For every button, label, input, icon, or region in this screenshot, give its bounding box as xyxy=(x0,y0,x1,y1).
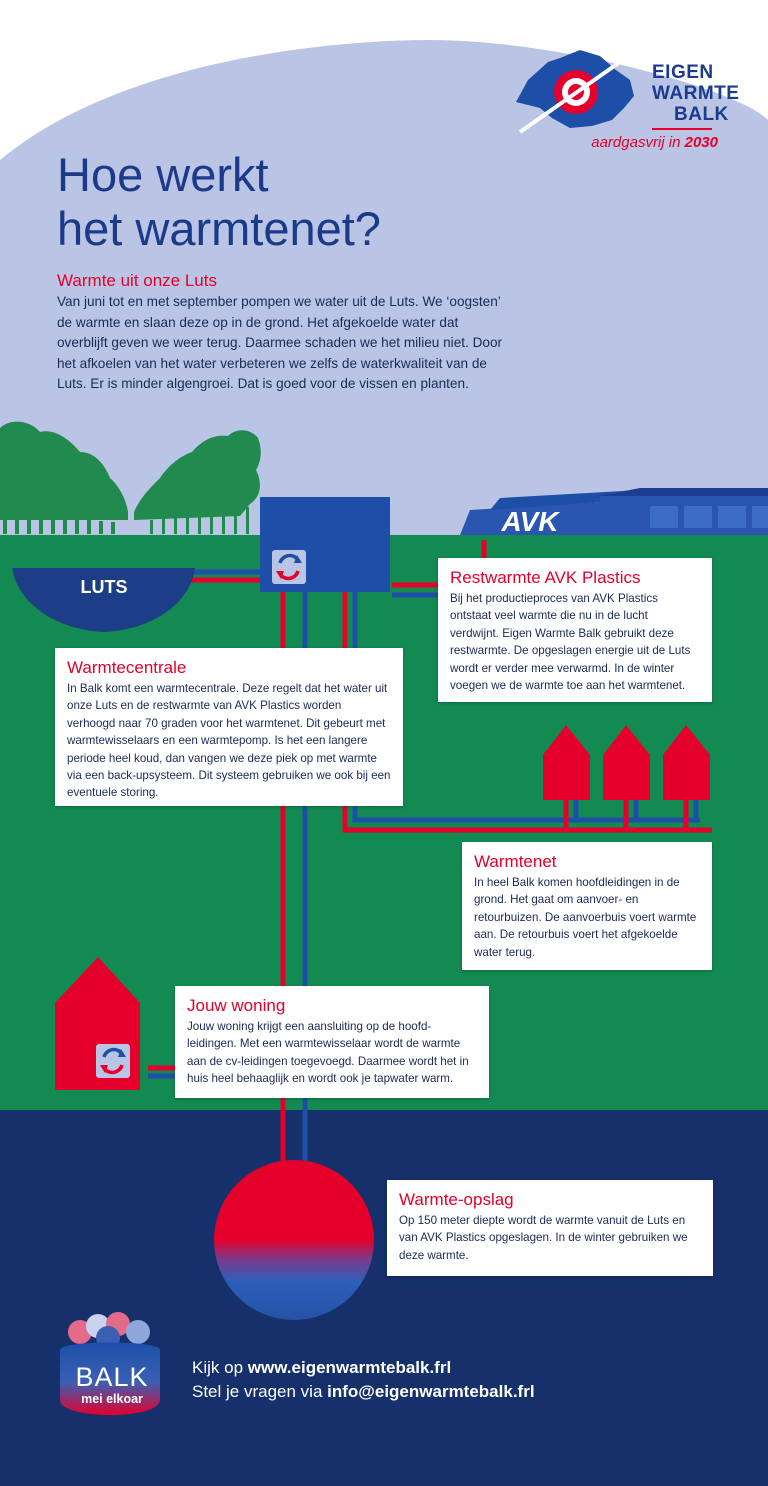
card-body: Op 150 meter diepte wordt de warmte vanu… xyxy=(399,1214,688,1262)
balk-badge-icon xyxy=(60,1312,160,1415)
footer-website-line: Kijk op www.eigenwarmtebalk.frl xyxy=(192,1358,451,1378)
trees-right xyxy=(134,430,261,534)
card-body: Jouw woning krijgt een aansluiting op de… xyxy=(187,1020,469,1086)
badge-word: BALK xyxy=(75,1362,149,1392)
brand-logo-icon xyxy=(516,46,642,134)
title-line-1: Hoe werkt xyxy=(57,148,269,201)
footer-email-line: Stel je vragen via info@eigenwarmtebalk.… xyxy=(192,1382,535,1402)
luts-label: LUTS xyxy=(80,577,128,597)
card-warmtecentrale: Warmtecentrale In Balk komt een warmtece… xyxy=(55,648,403,806)
card-title: Warmtenet xyxy=(474,852,557,871)
card-body: In heel Balk komen hoofdleidingen in de … xyxy=(474,876,697,959)
email-link[interactable]: info@eigenwarmtebalk.frl xyxy=(327,1382,535,1401)
logo-divider xyxy=(652,128,712,130)
footer-website-prefix: Kijk op xyxy=(192,1358,248,1377)
footer-email-prefix: Stel je vragen via xyxy=(192,1382,328,1401)
card-restwarmte-avk: Restwarmte AVK Plastics Bij het producti… xyxy=(438,558,712,702)
house-icon xyxy=(55,957,140,1090)
factory-label: AVK xyxy=(500,506,560,537)
brand-logo-text: EIGEN WARMTE BALK xyxy=(652,62,764,125)
title-line-2: het warmtenet? xyxy=(57,202,381,255)
logo-line-1: EIGEN xyxy=(652,62,714,83)
badge-subtitle: mei elkoar xyxy=(81,1392,143,1406)
card-body: In Balk komt een warmtecentrale. Deze re… xyxy=(67,682,391,800)
underground xyxy=(0,1110,768,1486)
card-warmtenet: Warmtenet In heel Balk komen hoofdleidin… xyxy=(462,842,712,970)
houses xyxy=(543,725,710,800)
card-title: Warmtecentrale xyxy=(67,658,187,677)
luts-basin xyxy=(12,568,195,632)
heat-exchanger-icon xyxy=(272,550,306,584)
intro-heading: Warmte uit onze Luts xyxy=(57,271,217,290)
card-title: Warmte-opslag xyxy=(399,1190,514,1209)
heat-storage-sphere xyxy=(214,1160,374,1320)
card-body: Bij het productieproces van AVK Plastics… xyxy=(450,592,691,693)
tagline-year: 2030 xyxy=(684,134,718,151)
sky xyxy=(0,40,768,560)
website-link[interactable]: www.eigenwarmtebalk.frl xyxy=(247,1358,452,1377)
intro-body: Van juni tot en met september pompen we … xyxy=(57,294,503,391)
card-warmte-opslag: Warmte-opslag Op 150 meter diepte wordt … xyxy=(387,1180,713,1276)
card-jouw-woning: Jouw woning Jouw woning krijgt een aansl… xyxy=(175,986,489,1098)
card-title: Restwarmte AVK Plastics xyxy=(450,568,641,587)
logo-line-2: WARMTE xyxy=(652,83,740,104)
brand-tagline: aardgasvrij in 2030 xyxy=(568,134,718,151)
factory-icon: AVK xyxy=(460,488,768,537)
trees-left xyxy=(0,421,128,534)
logo-line-3: BALK xyxy=(674,104,729,125)
page-title: Hoe werkt het warmtenet? xyxy=(57,148,381,256)
tagline-prefix: aardgasvrij in xyxy=(591,134,685,151)
card-title: Jouw woning xyxy=(187,996,286,1015)
